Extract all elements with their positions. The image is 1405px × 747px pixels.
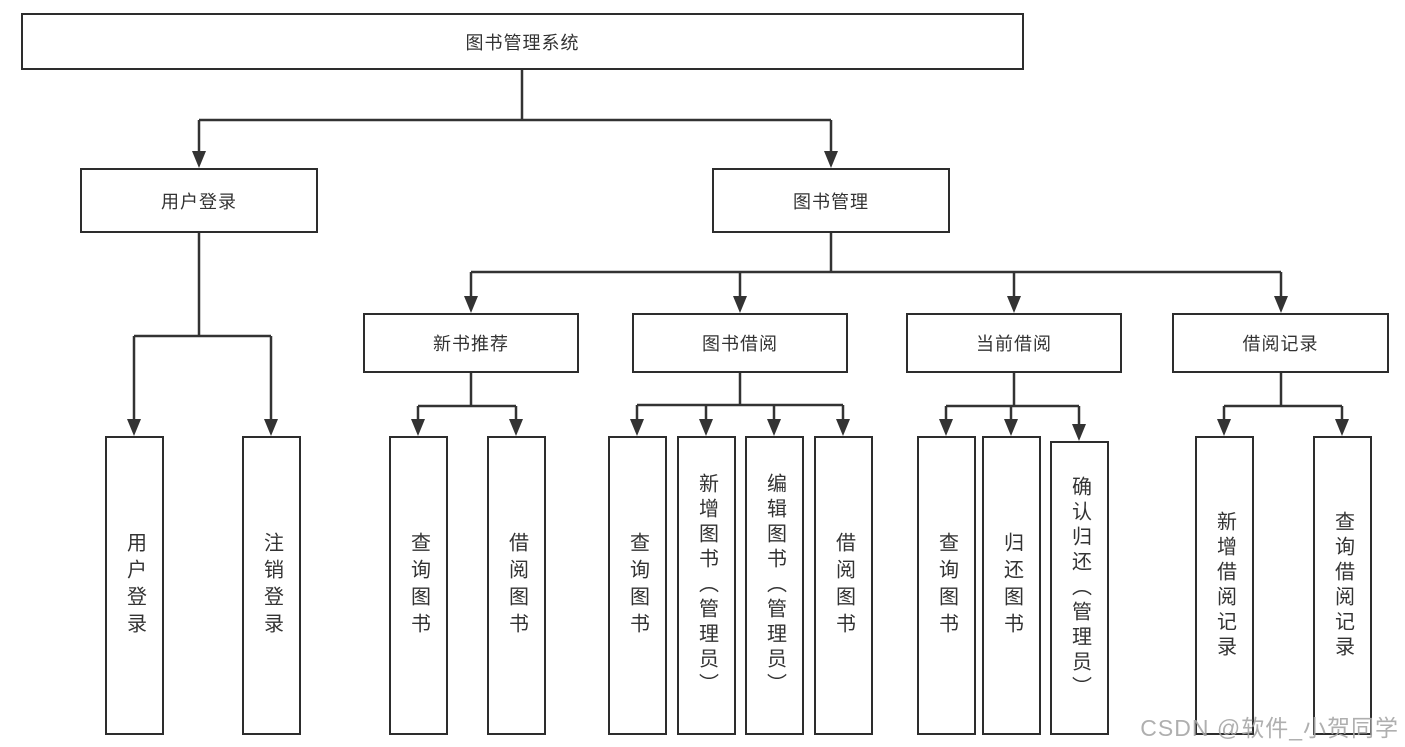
leaf-query-borrow-record: 查询借阅记录 xyxy=(1313,436,1372,735)
leaf-edit-books-admin: 编辑图书（管理员） xyxy=(745,436,804,735)
csdn-watermark: CSDN @软件_小贺同学 xyxy=(1140,715,1399,741)
node-root-library-system: 图书管理系统 xyxy=(21,13,1024,70)
leaf-add-books-admin: 新增图书（管理员） xyxy=(677,436,736,735)
leaf-query-books-borrowing: 查询图书 xyxy=(608,436,667,735)
node-new-book-recommendation: 新书推荐 xyxy=(363,313,579,373)
leaf-query-books-current: 查询图书 xyxy=(917,436,976,735)
node-borrowing-records: 借阅记录 xyxy=(1172,313,1389,373)
leaf-user-login: 用户登录 xyxy=(105,436,164,735)
node-current-borrowing: 当前借阅 xyxy=(906,313,1122,373)
node-book-borrowing: 图书借阅 xyxy=(632,313,848,373)
leaf-return-books: 归还图书 xyxy=(982,436,1041,735)
node-book-management: 图书管理 xyxy=(712,168,950,233)
arrowheads xyxy=(127,151,1349,441)
node-user-login: 用户登录 xyxy=(80,168,318,233)
leaf-confirm-return-admin: 确认归还（管理员） xyxy=(1050,441,1109,735)
leaf-logout: 注销登录 xyxy=(242,436,301,735)
leaf-borrow-books-borrowing: 借阅图书 xyxy=(814,436,873,735)
leaf-query-books-recommend: 查询图书 xyxy=(389,436,448,735)
leaf-borrow-books-recommend: 借阅图书 xyxy=(487,436,546,735)
leaf-add-borrow-record: 新增借阅记录 xyxy=(1195,436,1254,735)
